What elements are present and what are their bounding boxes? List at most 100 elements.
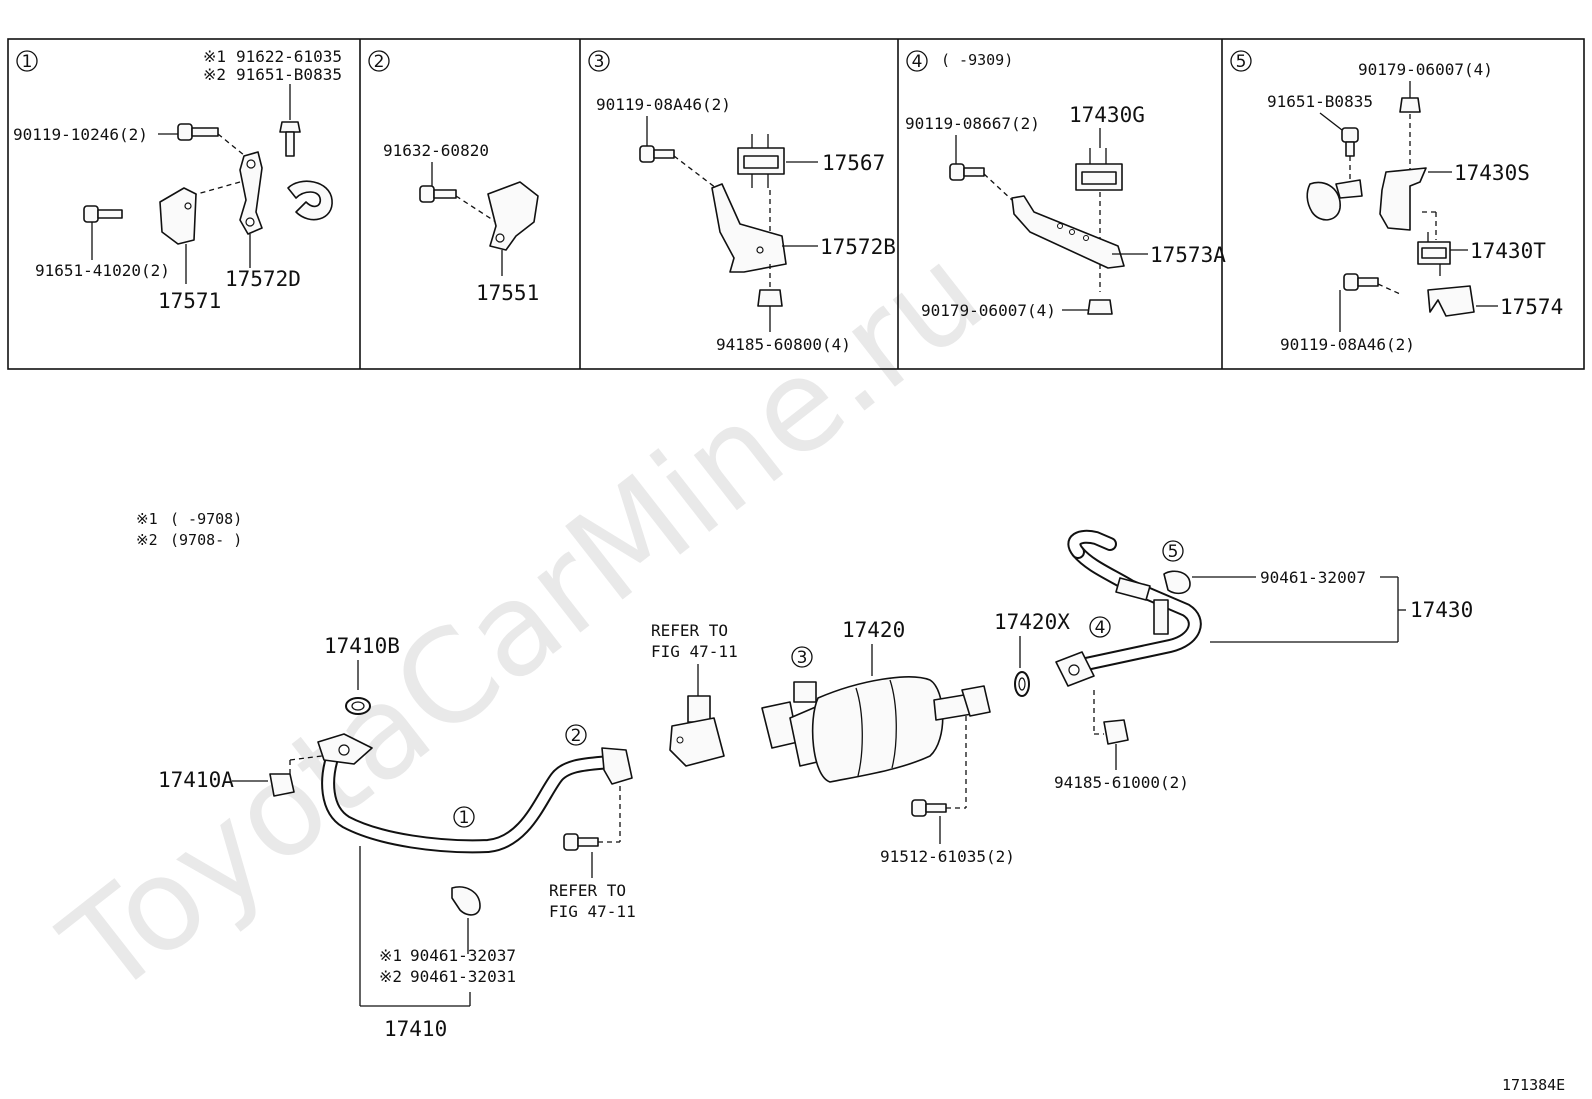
nut-tail-label: 94185-61000(2): [1054, 773, 1189, 792]
rubber-mount-icon: [737, 134, 785, 188]
clamp-icon: [287, 180, 333, 221]
note2-range: (9708- ): [170, 531, 242, 549]
panel-2-number: 2: [374, 52, 385, 72]
bolt-top-label: 91651-B0835: [1267, 92, 1373, 111]
nut-icon: [269, 773, 295, 797]
bolt-label: 91632-60820: [383, 141, 489, 160]
bolt-icon: [279, 121, 301, 157]
mounting-bracket-icon: [711, 183, 787, 273]
clamp2-mark: ※2: [379, 967, 402, 986]
nut-a-label: 17410A: [158, 768, 234, 792]
clamp1-label: 90461-32037: [410, 946, 516, 965]
gasket-icon: [345, 697, 371, 715]
rubber-mount-icon: [1075, 148, 1123, 191]
callout-5: 5: [1168, 542, 1179, 562]
nut-label: 94185-60800(4): [716, 335, 851, 354]
refer-top-line2: FIG 47-11: [651, 642, 738, 661]
front-pipe-label: 17410: [384, 1017, 447, 1041]
tail-pipe-icon: [1055, 529, 1202, 687]
figure-code: 171384E: [1502, 1076, 1565, 1094]
bolt-icon: [911, 799, 947, 817]
applicability-notes: ※1 ( -9708) ※2 (9708- ): [136, 510, 242, 549]
nut-top-label: 90179-06007(4): [1358, 60, 1493, 79]
bolt-icon: [83, 205, 123, 223]
bracket-b-label: 17572D: [225, 267, 301, 291]
hanger-bracket-icon: [239, 151, 263, 235]
bolt-icon: [949, 163, 985, 181]
bolt-conv-label: 91512-61035(2): [880, 847, 1015, 866]
range-label: ( -9309): [941, 51, 1013, 69]
bolt-icon: [1341, 127, 1359, 157]
callout-2: 2: [571, 726, 582, 746]
clamp-icon: [1306, 179, 1363, 221]
callout-3: 3: [797, 648, 808, 668]
clamp-tail-label: 90461-32007: [1260, 568, 1366, 587]
nut-icon: [1103, 719, 1129, 745]
nut-icon: [1399, 97, 1421, 113]
hanger-bracket-icon: [1379, 167, 1427, 231]
bolt-icon: [177, 123, 219, 141]
panel-1-number: 1: [22, 52, 33, 72]
bracket-label: 17573A: [1150, 243, 1226, 267]
panel-4: 4 ( -9309) 90119-08667(2) 17430G 17573A: [905, 50, 1226, 320]
callout-4: 4: [1095, 618, 1106, 638]
panel-4-number: 4: [912, 52, 923, 72]
gasket-icon: [1014, 671, 1030, 697]
bracket-label: 17574: [1500, 295, 1563, 319]
bolt-label: 90119-08A46(2): [1280, 335, 1415, 354]
bolt2-label: 91651-41020(2): [35, 261, 170, 280]
callout-1: 1: [459, 808, 470, 828]
rubber-mount-icon: [1417, 232, 1451, 276]
note1-mark: ※1: [136, 510, 158, 528]
bolt-label: 90119-08A46(2): [596, 95, 731, 114]
tail-pipe-label: 17430: [1410, 598, 1473, 622]
catalytic-converter-icon: [761, 676, 991, 783]
bolt-icon: [419, 185, 457, 203]
tail-pipe-group-bracket: [1210, 576, 1406, 643]
panel-3: 3 90119-08A46(2) 17567 17572B 94: [588, 50, 896, 354]
clamp-icon: [1163, 570, 1191, 595]
top-panels-frame: [7, 38, 1585, 370]
bracket-label: 17572B: [820, 235, 896, 259]
note2-mark: ※2: [136, 531, 158, 549]
panel-1: 1 ※1 91622-61035 ※2 91651-B0835 90119-10…: [13, 47, 342, 313]
refer-top-line1: REFER TO: [651, 621, 728, 640]
refer-bottom-line2: FIG 47-11: [549, 902, 636, 921]
bracket-a-label: 17571: [158, 289, 221, 313]
mount-label: 17430G: [1069, 103, 1145, 127]
heat-shield-bracket-icon: [487, 181, 539, 251]
sensor-icon: [669, 695, 725, 767]
bolt-icon: [563, 833, 599, 851]
bolt-icon: [1343, 273, 1379, 291]
front-pipe-group-bracket: [359, 846, 471, 1007]
note2-part: 91651-B0835: [236, 65, 342, 84]
front-pipe-icon: [317, 733, 633, 854]
bracket-label: 17551: [476, 281, 539, 305]
bolt-label: 90119-10246(2): [13, 125, 148, 144]
note1-part: 91622-61035: [236, 47, 342, 66]
note2-mark: ※2: [203, 65, 226, 84]
nut-label: 90179-06007(4): [921, 301, 1056, 320]
note1-range: ( -9708): [170, 510, 242, 528]
nut-icon: [1087, 299, 1113, 315]
refer-bottom-line1: REFER TO: [549, 881, 626, 900]
mount-t-label: 17430T: [1470, 239, 1546, 263]
converter-label: 17420: [842, 618, 905, 642]
plate-bracket-icon: [159, 187, 197, 245]
panel-3-number: 3: [594, 52, 605, 72]
bracket-s-label: 17430S: [1454, 161, 1530, 185]
plate-bracket-icon: [1427, 285, 1475, 317]
clamp-icon: [451, 886, 481, 916]
note1-mark: ※1: [203, 47, 226, 66]
gasket-x-label: 17420X: [994, 610, 1070, 634]
long-bracket-icon: [1011, 195, 1125, 269]
main-assembly: 1 2 17410B 17410A REFER TO FIG 47-11: [158, 529, 1473, 1041]
nut-icon: [757, 289, 783, 307]
clamp1-mark: ※1: [379, 946, 402, 965]
bolt-icon: [639, 145, 675, 163]
clamp2-label: 90461-32031: [410, 967, 516, 986]
mount-label: 17567: [822, 151, 885, 175]
panel-5-number: 5: [1236, 52, 1247, 72]
bolt-label: 90119-08667(2): [905, 114, 1040, 133]
